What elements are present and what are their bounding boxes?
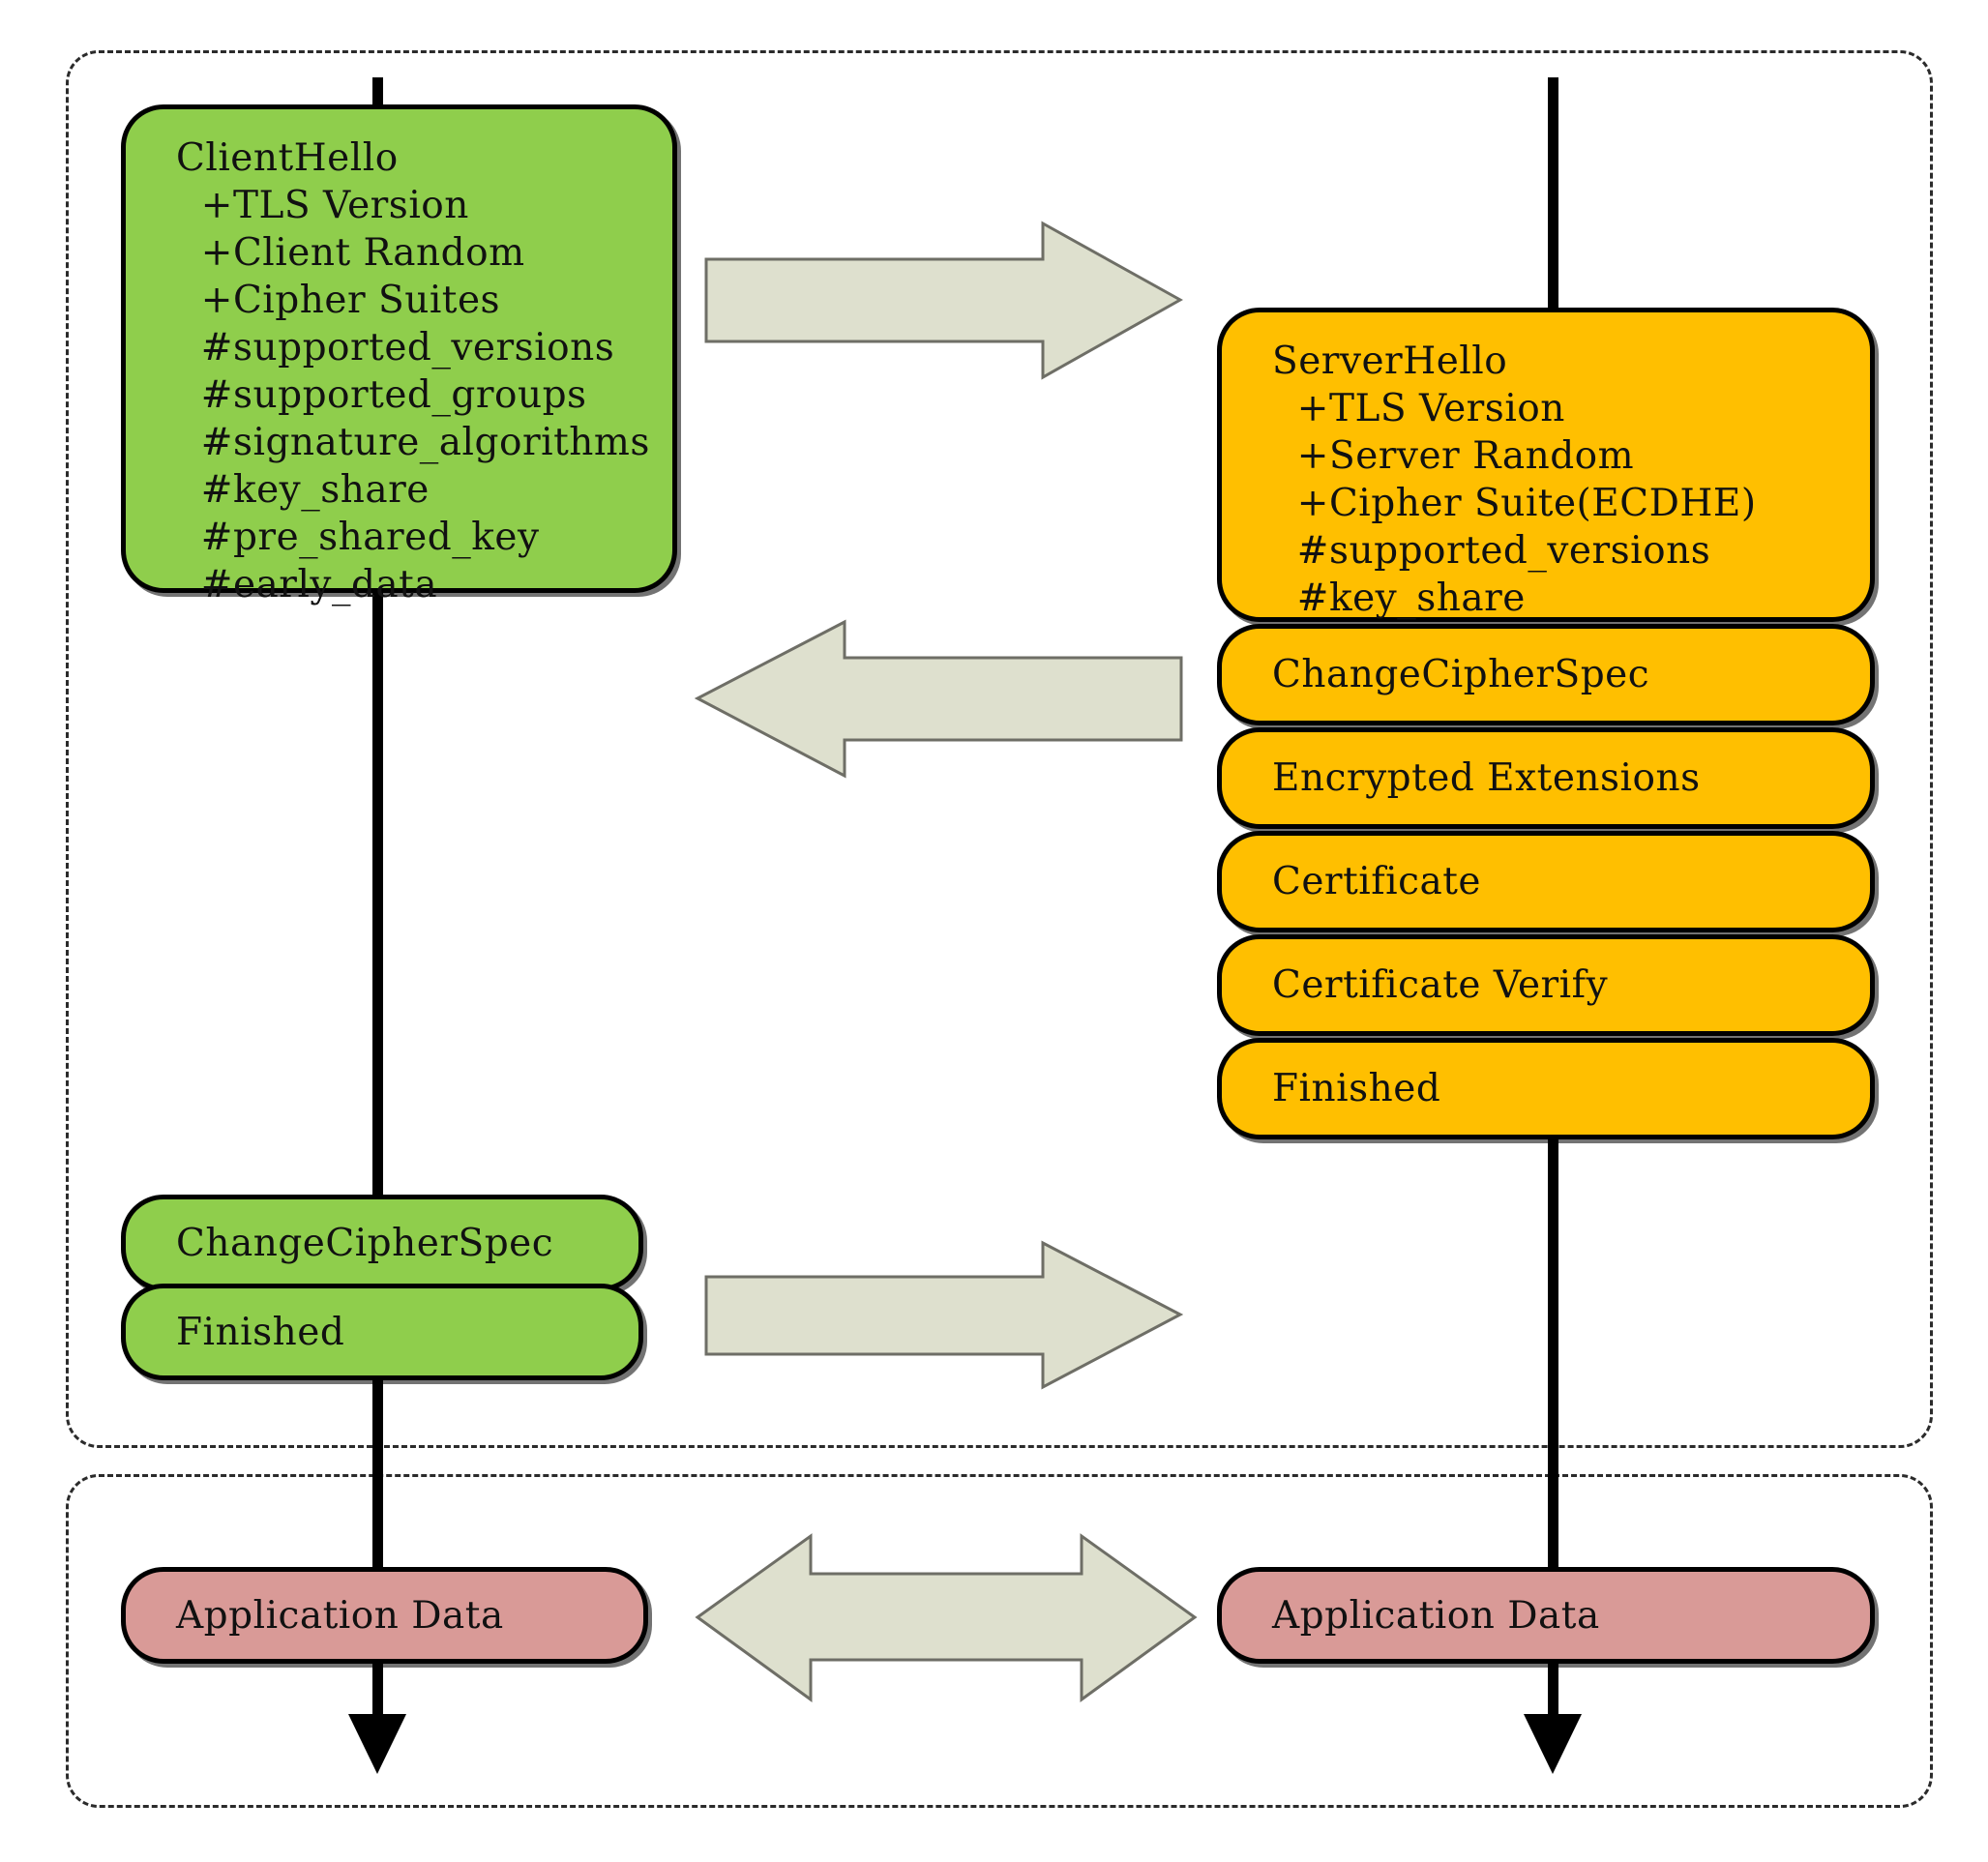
server-change-cipher-spec-box[interactable]: ChangeCipherSpec xyxy=(1217,624,1875,725)
server-finished-box[interactable]: Finished xyxy=(1217,1038,1875,1139)
client-application-data-label: Application Data xyxy=(176,1593,504,1638)
server-hello-box[interactable]: ServerHello +TLS Version +Server Random … xyxy=(1217,308,1875,622)
arrow-client-hello-to-server xyxy=(704,221,1183,380)
server-hello-text: ServerHello +TLS Version +Server Random … xyxy=(1272,340,1757,620)
server-certificate-verify-label: Certificate Verify xyxy=(1272,963,1609,1007)
client-lifeline-bottom xyxy=(372,1649,383,1731)
handshake-phase-container xyxy=(66,50,1933,1448)
application-data-phase-container xyxy=(66,1474,1933,1808)
server-encrypted-extensions-label: Encrypted Extensions xyxy=(1272,756,1701,800)
client-lifeline-arrowhead xyxy=(348,1714,406,1774)
server-lifeline-bottom xyxy=(1548,1649,1558,1731)
server-finished-label: Finished xyxy=(1272,1067,1441,1110)
server-lifeline-top xyxy=(1548,77,1558,310)
client-hello-box[interactable]: ClientHello +TLS Version +Client Random … xyxy=(121,104,677,606)
client-hello-text: ClientHello +TLS Version +Client Random … xyxy=(176,136,650,606)
arrow-client-finished-to-server xyxy=(704,1240,1183,1390)
client-finished-label: Finished xyxy=(176,1310,345,1354)
server-lifeline-mid xyxy=(1548,1127,1558,1572)
server-lifeline-arrowhead xyxy=(1524,1714,1582,1774)
server-application-data-label: Application Data xyxy=(1272,1593,1600,1638)
server-certificate-box[interactable]: Certificate xyxy=(1217,831,1875,932)
server-encrypted-extensions-box[interactable]: Encrypted Extensions xyxy=(1217,727,1875,829)
client-lifeline-lower xyxy=(372,1378,383,1572)
server-certificate-label: Certificate xyxy=(1272,860,1481,903)
server-change-cipher-spec-label: ChangeCipherSpec xyxy=(1272,653,1650,696)
client-application-data-box[interactable]: Application Data xyxy=(121,1567,648,1664)
server-application-data-box[interactable]: Application Data xyxy=(1217,1567,1875,1664)
client-lifeline-top xyxy=(372,77,383,131)
server-certificate-verify-box[interactable]: Certificate Verify xyxy=(1217,934,1875,1036)
client-finished-box[interactable]: Finished xyxy=(121,1284,643,1380)
client-lifeline-mid xyxy=(372,590,383,1214)
client-change-cipher-spec-box[interactable]: ChangeCipherSpec xyxy=(121,1195,643,1291)
arrow-server-hello-to-client xyxy=(695,619,1183,779)
client-change-cipher-spec-label: ChangeCipherSpec xyxy=(176,1221,554,1265)
arrow-application-data-bidirectional xyxy=(695,1533,1198,1702)
